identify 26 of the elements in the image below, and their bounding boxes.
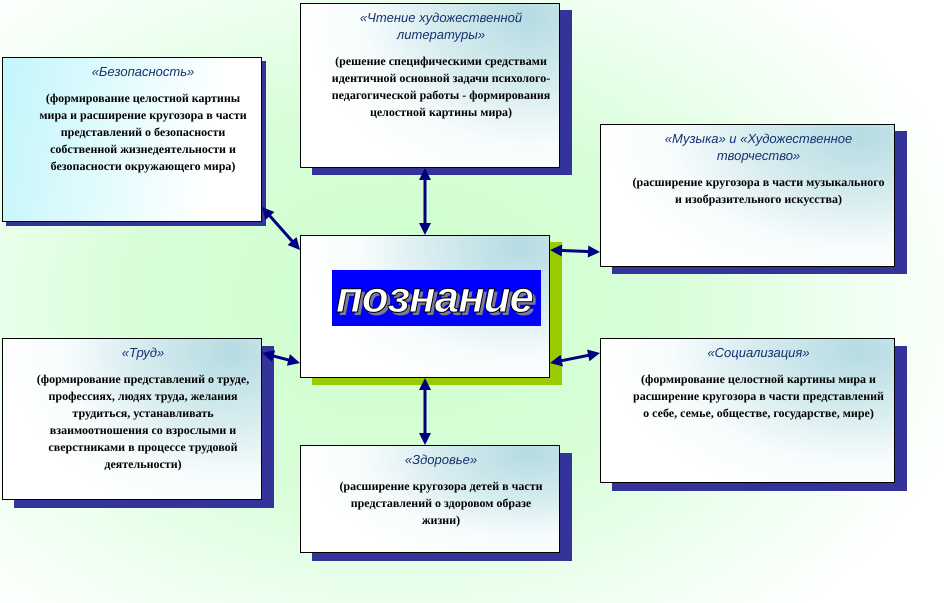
topic-box	[300, 3, 560, 168]
box-description: (формирование представлений о труде, профессиях, людях труда, желания трудиться, устанавливать взаимоотношения со взрослыми и сверстниками в процессе трудовой деятельности)	[36, 371, 250, 473]
box-description: (формирование целостной картины мира и расширение кругозора в части представлений о себе, семье, обществе, государстве, мире)	[632, 371, 885, 422]
double-arrow	[550, 349, 600, 367]
double-arrow	[419, 378, 431, 445]
double-arrow	[262, 207, 300, 250]
box-heading: «Социализация»	[707, 344, 810, 361]
topic-box	[300, 445, 560, 553]
box-heading: «Труд»	[122, 344, 164, 361]
box-heading: «Чтение художественной литературы»	[358, 9, 524, 43]
topic-box	[2, 57, 262, 222]
box-description: (решение специфическими средствами идентичной основной задачи психолого-педагогической работы - формирования целостной картины мира)	[331, 53, 551, 121]
topic-box	[600, 124, 895, 267]
box-heading: «Здоровье»	[404, 451, 478, 468]
box-heading: «Безопасность»	[92, 63, 194, 80]
double-arrow	[419, 168, 431, 235]
central-box	[300, 235, 550, 378]
box-description: (формирование целостной картины мира и расширение кругозора в части представлений о безопасности собственной жизнедеятельности и безопасности окружающего мира)	[38, 90, 248, 175]
box-description: (расширение кругозора в части музыкального и изобразительного искусства)	[632, 174, 886, 208]
box-description: (расширение кругозора детей в части представлений о здоровом образе жизни)	[338, 478, 544, 529]
topic-box	[600, 338, 895, 483]
box-heading: «Музыка» и «Художественное творчество»	[664, 130, 854, 164]
double-arrow	[550, 244, 600, 258]
double-arrow	[262, 350, 300, 366]
topic-box	[2, 338, 262, 500]
wordart-title: познание	[332, 270, 541, 326]
